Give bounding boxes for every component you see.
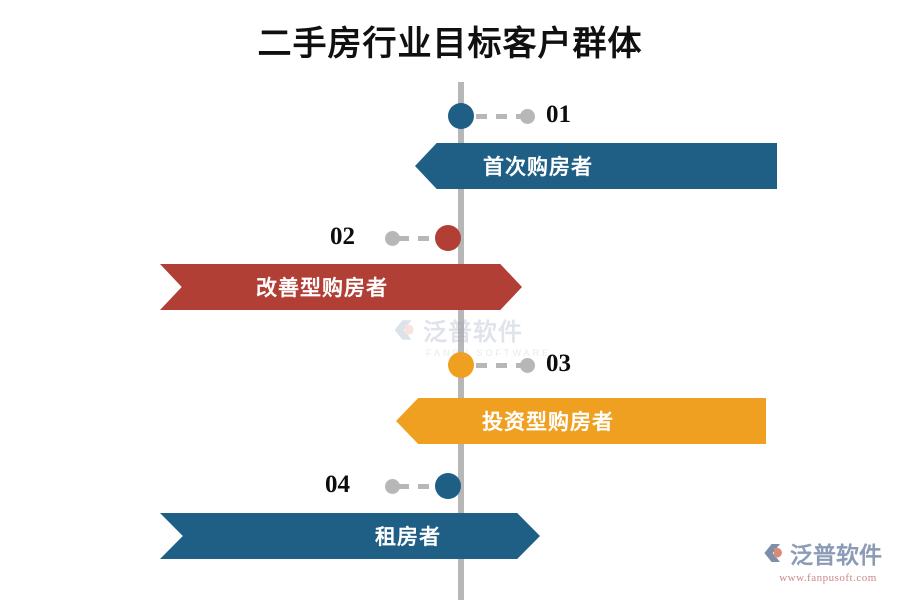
fanpu-logo-icon [394, 319, 414, 340]
timeline-dot-02[interactable] [435, 225, 461, 251]
dashed-link-02 [398, 236, 446, 241]
dashed-link-03 [476, 363, 530, 368]
page-title: 二手房行业目标客户群体 [257, 24, 643, 64]
step-number-03: 03 [546, 350, 571, 377]
banner-label-04: 租房者 [375, 525, 441, 549]
banner-01[interactable]: 首次购房者 [415, 143, 777, 189]
connector-03: 03 [448, 350, 578, 378]
endpoint-dot-02 [385, 231, 400, 246]
fanpu-logo-icon-bottom [764, 544, 782, 562]
banner-03[interactable]: 投资型购房者 [396, 398, 766, 444]
endpoint-dot-03 [520, 358, 535, 373]
step-number-01: 01 [546, 101, 571, 128]
endpoint-dot-01 [520, 109, 535, 124]
banner-02[interactable]: 改善型购房者 [160, 264, 522, 310]
timeline-dot-01[interactable] [448, 103, 474, 129]
banner-label-03: 投资型购房者 [482, 410, 614, 434]
timeline-spine [458, 82, 464, 600]
bottom-watermark-name: 泛普软件 [790, 543, 882, 569]
connector-04: 04 [325, 471, 475, 499]
center-watermark-name: 泛普软件 [423, 318, 523, 346]
timeline-dot-04[interactable] [435, 473, 461, 499]
dashed-link-01 [476, 114, 530, 119]
bottom-watermark-url: www.fanpusoft.com [779, 572, 877, 584]
timeline-dot-03[interactable] [448, 352, 474, 378]
step-number-02: 02 [330, 223, 355, 250]
dashed-link-04 [398, 484, 446, 489]
bottom-watermark: 泛普软件 www.fanpusoft.com [762, 536, 894, 584]
connector-02: 02 [330, 223, 475, 251]
banner-04[interactable]: 租房者 [160, 513, 540, 559]
banner-label-01: 首次购房者 [483, 155, 593, 179]
banner-label-02: 改善型购房者 [256, 276, 388, 300]
endpoint-dot-04 [385, 479, 400, 494]
step-number-04: 04 [325, 471, 350, 498]
connector-01: 01 [448, 101, 578, 129]
